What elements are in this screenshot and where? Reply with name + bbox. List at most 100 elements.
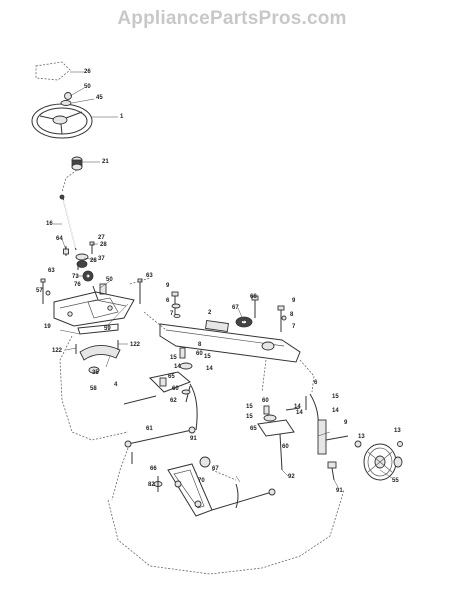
callout-9: 9 (344, 420, 348, 426)
right-spindle (257, 393, 349, 481)
callout-50: 50 (84, 84, 91, 90)
left-spindle (123, 347, 198, 431)
callout-60: 60 (172, 386, 179, 392)
steering-plate (53, 291, 135, 327)
frame-dash-mid (111, 447, 129, 501)
callout-19: 19 (44, 324, 51, 330)
callout-8: 8 (198, 342, 202, 348)
bushing-link-dash (61, 169, 78, 193)
callout-15: 15 (170, 355, 177, 361)
washer-67 (199, 456, 211, 468)
callout-91: 91 (190, 436, 197, 442)
callout-70: 70 (198, 478, 205, 484)
callout-15: 15 (246, 404, 253, 410)
wheel-adapter (64, 92, 72, 100)
callout-64: 64 (56, 236, 63, 242)
callout-4: 4 (114, 382, 118, 388)
steering-cap-outline (35, 61, 71, 81)
callout-91: 91 (336, 488, 343, 494)
callout-8: 8 (290, 312, 294, 318)
callout-6: 6 (314, 380, 318, 386)
callout-60: 60 (282, 444, 289, 450)
callout-14: 14 (206, 366, 213, 372)
steering-bushing (71, 156, 83, 171)
callout-57: 57 (36, 288, 43, 294)
leader-lines (53, 71, 393, 488)
plate-spacer (77, 323, 119, 335)
watermark: AppliancePartsPros.com (117, 8, 347, 29)
callout-9: 9 (166, 283, 170, 289)
callout-60: 60 (262, 398, 269, 404)
callout-16: 16 (46, 221, 53, 227)
steering-wheel (31, 103, 93, 139)
callout-76: 76 (74, 282, 81, 288)
callout-6: 6 (166, 298, 170, 304)
callout-26: 26 (84, 69, 91, 75)
callout-14: 14 (296, 410, 303, 416)
part-66 (153, 476, 163, 492)
callout-65: 65 (168, 374, 175, 380)
drag-link (124, 426, 196, 464)
callout-14: 14 (332, 408, 339, 414)
callout-67: 67 (232, 305, 239, 311)
frame-dash-spindle (261, 359, 267, 393)
callout-15: 15 (204, 354, 211, 360)
callout-35: 35 (92, 370, 99, 376)
callout-15: 15 (246, 414, 253, 420)
frame-dash-link (143, 311, 167, 331)
lower-arm (167, 463, 213, 517)
callout-7: 7 (170, 311, 174, 317)
callout-59: 59 (104, 326, 111, 332)
wheel-nut (60, 100, 72, 106)
callout-68: 68 (250, 294, 257, 300)
callout-122: 122 (52, 348, 63, 354)
callout-82: 82 (148, 482, 155, 488)
callout-55: 55 (392, 478, 399, 484)
callout-58: 58 (90, 386, 97, 392)
callout-60: 60 (196, 351, 203, 357)
callout-61: 61 (146, 426, 153, 432)
callout-13: 13 (394, 428, 401, 434)
shaft-hardware (63, 241, 95, 270)
tie-rod (211, 483, 276, 511)
callout-66: 66 (150, 466, 157, 472)
axle-hardware (171, 291, 287, 332)
callout-21: 21 (102, 159, 109, 165)
callout-15: 15 (332, 394, 339, 400)
front-axle (159, 319, 301, 363)
front-wheel (354, 440, 403, 481)
steering-shaft (59, 194, 77, 251)
callout-7: 7 (292, 324, 296, 330)
callout-67: 67 (212, 466, 219, 472)
callout-14: 14 (174, 364, 181, 370)
callout-50: 50 (106, 277, 113, 283)
callout-63: 63 (146, 273, 153, 279)
sector-gear (75, 340, 121, 361)
callout-9: 9 (292, 298, 296, 304)
callout-2: 2 (208, 310, 212, 316)
callout-62: 62 (170, 398, 177, 404)
callout-63: 63 (48, 268, 55, 274)
callout-13: 13 (358, 434, 365, 440)
callout-27: 27 (98, 235, 105, 241)
callout-28: 28 (100, 242, 107, 248)
callout-122: 122 (130, 342, 141, 348)
frame-dash-bottom (107, 489, 345, 575)
frame-dash-left (59, 335, 129, 441)
frame-dash-right (299, 359, 315, 393)
callout-1: 1 (120, 114, 124, 120)
frame-dash-arm (211, 469, 237, 481)
bracket-hardware (92, 283, 107, 301)
callout-37: 37 (98, 256, 105, 262)
callout-28: 28 (90, 258, 97, 264)
callout-73: 73 (72, 274, 79, 280)
callout-14: 14 (294, 404, 301, 410)
spacer-58 (88, 366, 100, 374)
callout-92: 92 (288, 474, 295, 480)
bolts-63 (40, 278, 143, 304)
callout-65: 65 (250, 426, 257, 432)
callout-45: 45 (96, 95, 103, 101)
